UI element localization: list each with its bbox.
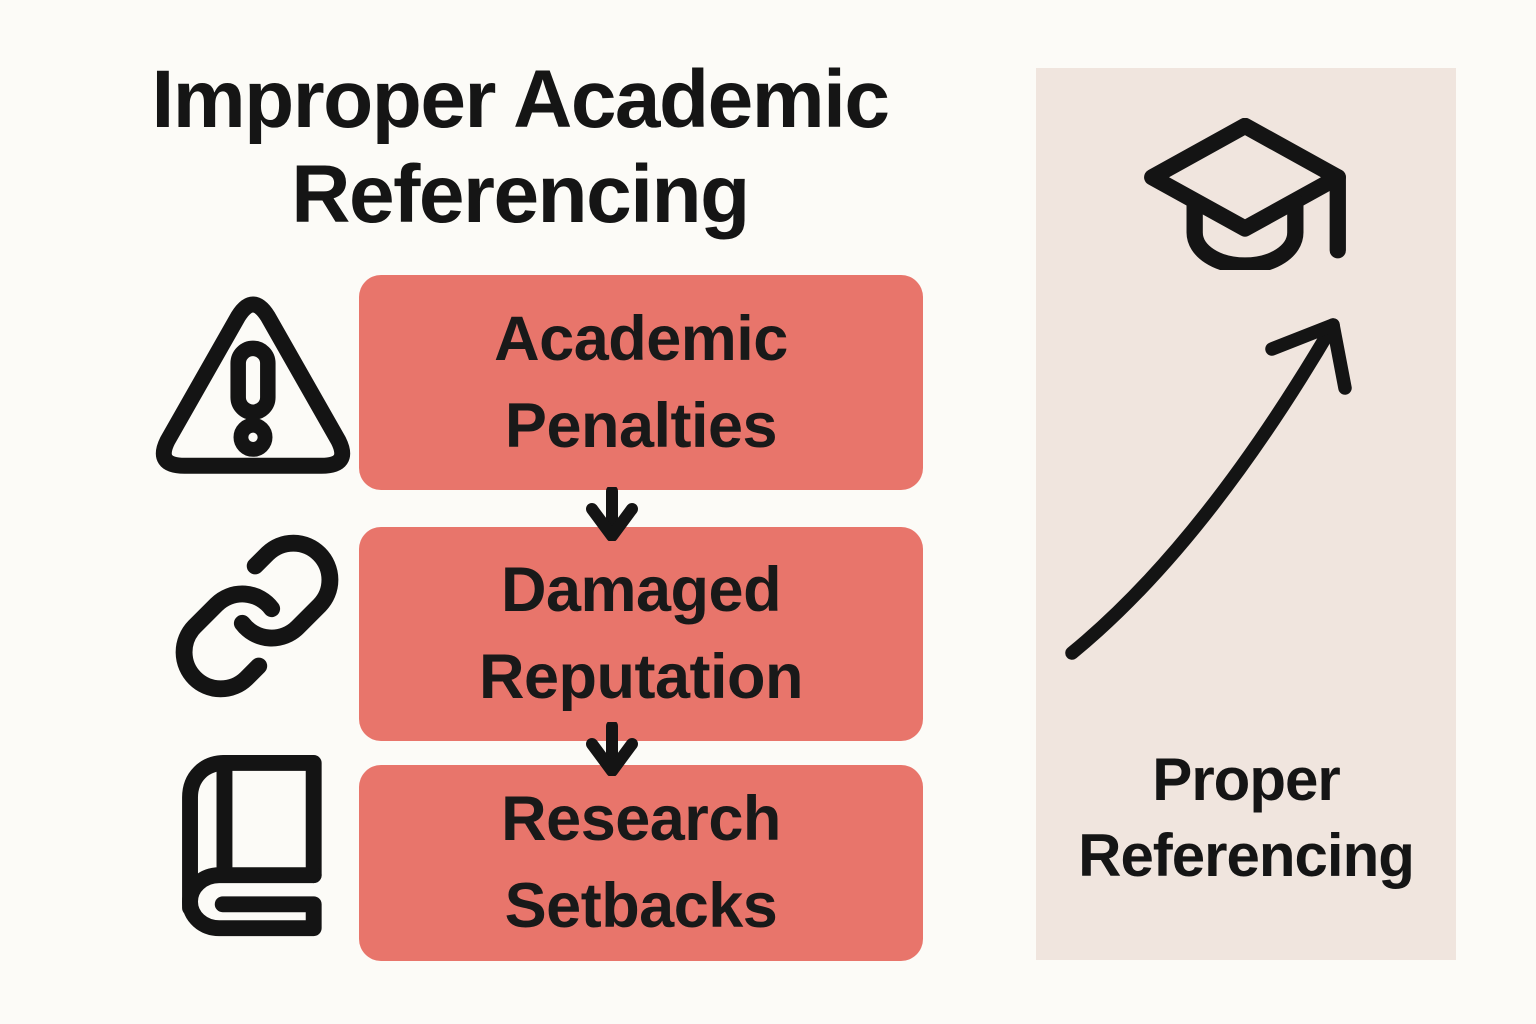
arrow-down-icon: [586, 487, 638, 541]
warning-triangle-icon: [155, 296, 351, 474]
chain-link-icon: [175, 534, 339, 698]
flow-step-label: Research Setbacks: [501, 784, 781, 941]
graduation-cap-icon: [1144, 118, 1346, 270]
panel-label: Proper Referencing: [1078, 746, 1415, 890]
flow-step-damaged-reputation: Damaged Reputation: [359, 527, 923, 741]
flow-step-label: Academic Penalties: [494, 303, 788, 461]
arrow-down-icon: [586, 722, 638, 776]
flow-step-label: Damaged Reputation: [479, 555, 803, 712]
book-icon: [182, 755, 322, 937]
upward-curve-arrow-icon: [1065, 318, 1352, 660]
proper-referencing-panel: [1036, 68, 1456, 960]
flow-step-research-setbacks: Research Setbacks: [359, 765, 923, 961]
flow-step-academic-penalties: Academic Penalties: [359, 275, 923, 490]
page-title: Improper Academic Referencing: [151, 54, 890, 241]
